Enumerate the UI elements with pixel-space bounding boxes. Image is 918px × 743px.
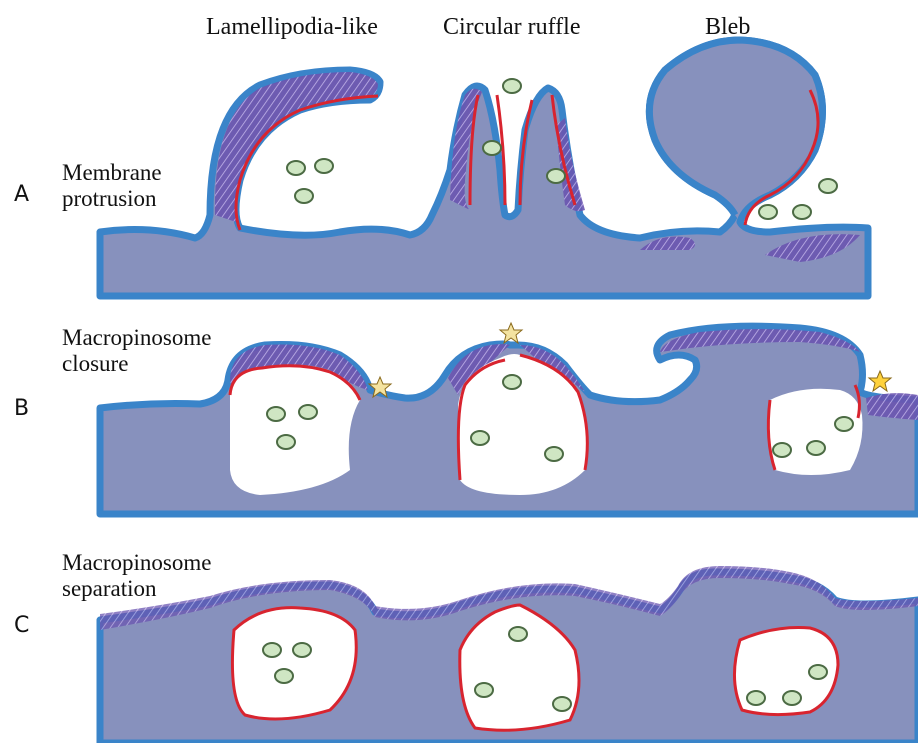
vesicle-icon bbox=[275, 669, 293, 683]
vesicle-icon bbox=[471, 431, 489, 445]
vesicle-icon bbox=[509, 627, 527, 641]
vesicle-icon bbox=[793, 205, 811, 219]
vesicle-icon bbox=[267, 407, 285, 421]
vesicle-icon bbox=[293, 643, 311, 657]
vesicle-icon bbox=[747, 691, 765, 705]
vesicle-icon bbox=[475, 683, 493, 697]
row-a-membrane-protrusion bbox=[100, 40, 868, 296]
vesicle-icon bbox=[315, 159, 333, 173]
vesicle-icon bbox=[295, 189, 313, 203]
fission-star-icon bbox=[869, 371, 891, 391]
vesicle-icon bbox=[503, 375, 521, 389]
row-b-macropinosome-closure bbox=[100, 323, 918, 514]
vacuole-b-bleb bbox=[768, 389, 862, 475]
vesicle-icon bbox=[819, 179, 837, 193]
vesicle-icon bbox=[553, 697, 571, 711]
vesicle-icon bbox=[299, 405, 317, 419]
vesicle-icon bbox=[835, 417, 853, 431]
vesicle-icon bbox=[759, 205, 777, 219]
vacuole-c-lamellipodia bbox=[232, 608, 356, 719]
vesicle-icon bbox=[807, 441, 825, 455]
vesicle-icon bbox=[483, 141, 501, 155]
vesicle-icon bbox=[263, 643, 281, 657]
vesicle-icon bbox=[547, 169, 565, 183]
vesicle-icon bbox=[783, 691, 801, 705]
bleb-body bbox=[649, 40, 822, 222]
fission-star-icon bbox=[500, 323, 522, 343]
vesicle-icon bbox=[287, 161, 305, 175]
row-c-macropinosome-separation bbox=[100, 566, 918, 743]
vesicle-icon bbox=[809, 665, 827, 679]
vesicle-icon bbox=[545, 447, 563, 461]
vesicle-icon bbox=[503, 79, 521, 93]
vesicle-icon bbox=[773, 443, 791, 457]
vesicle-icon bbox=[277, 435, 295, 449]
vacuole-b-lamellipodia bbox=[230, 366, 360, 495]
